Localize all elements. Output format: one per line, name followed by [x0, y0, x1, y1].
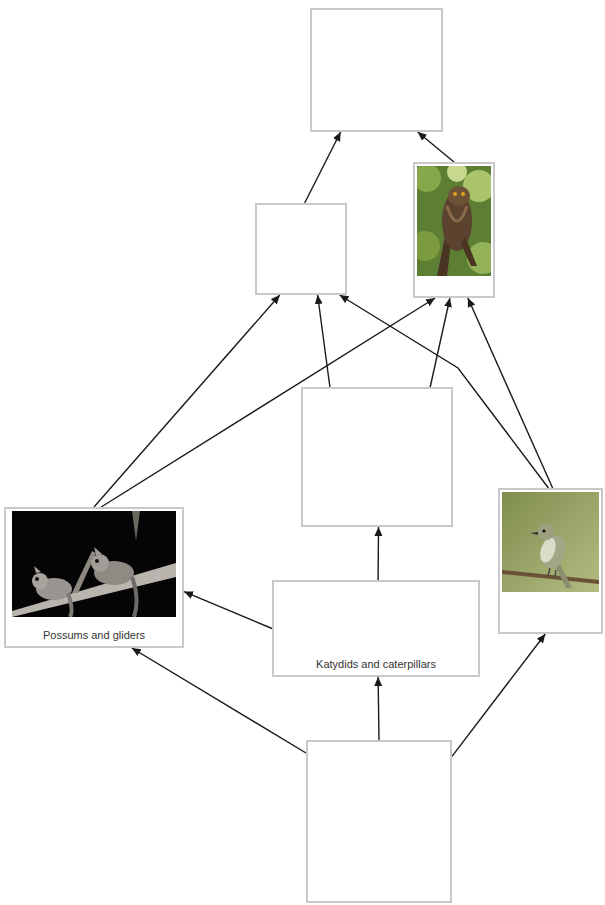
feeding-arrow: [318, 295, 330, 387]
feeding-arrow: [418, 132, 454, 162]
feeding-arrow: [132, 648, 306, 753]
food-web-box: [301, 387, 453, 527]
feeding-arrow: [430, 298, 450, 387]
owl-photo: [417, 166, 491, 276]
feeding-arrow: [340, 295, 549, 488]
feeding-arrow: [452, 634, 545, 756]
food-web-box: [310, 8, 443, 132]
possum-photo: [12, 511, 176, 617]
species-label: Possums and gliders: [6, 629, 182, 642]
species-label: Katydids and caterpillars: [274, 658, 478, 671]
feeding-arrow: [377, 677, 379, 740]
food-web-box: Katydids and caterpillars: [272, 580, 480, 677]
photo-box: Possums and gliders: [4, 507, 184, 648]
feeding-arrow: [184, 592, 272, 629]
feeding-arrow: [94, 295, 280, 507]
food-web-box: [255, 203, 347, 295]
photo-box: [498, 488, 603, 634]
bird-photo: [502, 492, 599, 592]
feeding-arrow: [468, 298, 553, 488]
food-web-box: [306, 740, 452, 903]
feeding-arrow: [377, 527, 379, 580]
feeding-arrow: [101, 298, 435, 507]
feeding-arrow: [305, 132, 341, 203]
photo-box: [413, 162, 495, 298]
